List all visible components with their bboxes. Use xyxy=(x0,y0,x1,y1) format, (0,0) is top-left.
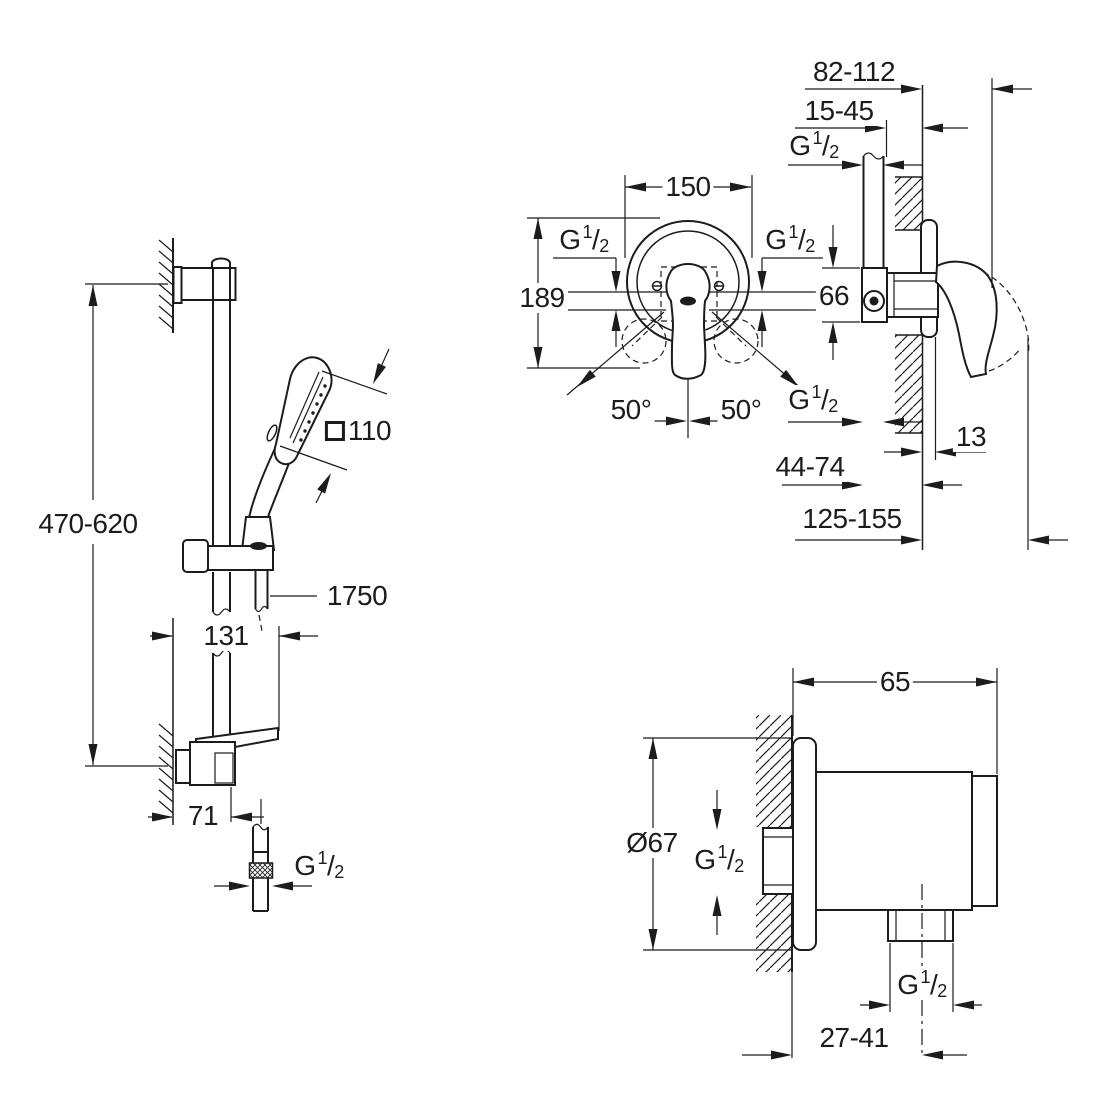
spray-nozzles xyxy=(299,384,327,442)
lever-handle-profile xyxy=(934,260,998,379)
inlet-socket xyxy=(756,827,794,895)
dim-depth-rough-in: 15-45 xyxy=(801,96,877,126)
shower-rail xyxy=(212,268,231,741)
dim-depth-handle: 125-155 xyxy=(799,504,905,534)
concealed-body-dashed xyxy=(660,266,718,322)
elbow-end-cap xyxy=(971,775,998,907)
handle-position-right-dashed xyxy=(713,318,759,364)
wall-elbow-view xyxy=(643,668,998,1060)
mixer-lever-handle xyxy=(665,263,711,380)
mixer-front-view xyxy=(527,175,828,438)
dim-wall-to-rail: 71 xyxy=(184,801,222,831)
dim-head-size: 110 xyxy=(321,416,395,446)
supply-pipe xyxy=(862,152,885,268)
dim-mixer-height: 189 xyxy=(516,283,568,313)
rail-dimensions xyxy=(85,283,390,891)
hand-shower-head xyxy=(273,356,333,466)
hand-shower xyxy=(240,356,333,551)
dim-elbow-depth: 65 xyxy=(876,667,914,697)
dim-depth-body: 44-74 xyxy=(772,452,848,482)
dim-body-height: 66 xyxy=(815,281,853,311)
dim-swivel-angle-left: 50° xyxy=(607,395,655,425)
rail-glide-holder xyxy=(182,539,274,573)
dim-wall-to-hose: 131 xyxy=(200,621,252,651)
square-symbol xyxy=(324,421,345,441)
rail-top-bracket xyxy=(172,257,237,304)
dim-elbow-plate-diameter: Ø67 xyxy=(623,828,681,858)
handle-position-left-dashed xyxy=(621,318,667,364)
dim-depth-total: 82-112 xyxy=(809,57,899,87)
wall-hatch-bottom xyxy=(158,618,174,825)
shower-rail-view xyxy=(85,238,390,912)
mixer-side-view xyxy=(782,78,1068,550)
fixing-screws xyxy=(651,280,725,292)
side-dimensions xyxy=(782,78,1068,550)
rail-bottom-bracket xyxy=(175,726,279,786)
elbow-outlet xyxy=(887,909,954,942)
cartridge-housing-side xyxy=(886,272,939,318)
wall-hatch-top xyxy=(158,238,174,333)
dim-plate-offset: 13 xyxy=(952,422,990,452)
elbow-body xyxy=(815,771,973,911)
elbow-escutcheon xyxy=(792,737,817,951)
dim-hose-length: 1750 xyxy=(323,581,391,611)
dim-wall-to-outlet: 27-41 xyxy=(816,1023,892,1053)
dim-swivel-angle-right: 50° xyxy=(717,395,765,425)
hose-end-fitting xyxy=(248,799,274,912)
front-dimensions xyxy=(527,175,823,438)
spray-mode-button xyxy=(266,424,278,442)
shower-hose xyxy=(254,570,269,632)
dim-rail-height-range: 470-620 xyxy=(35,509,141,539)
dim-mixer-width: 150 xyxy=(662,172,714,202)
handle-swivel-dashed xyxy=(982,271,1030,372)
